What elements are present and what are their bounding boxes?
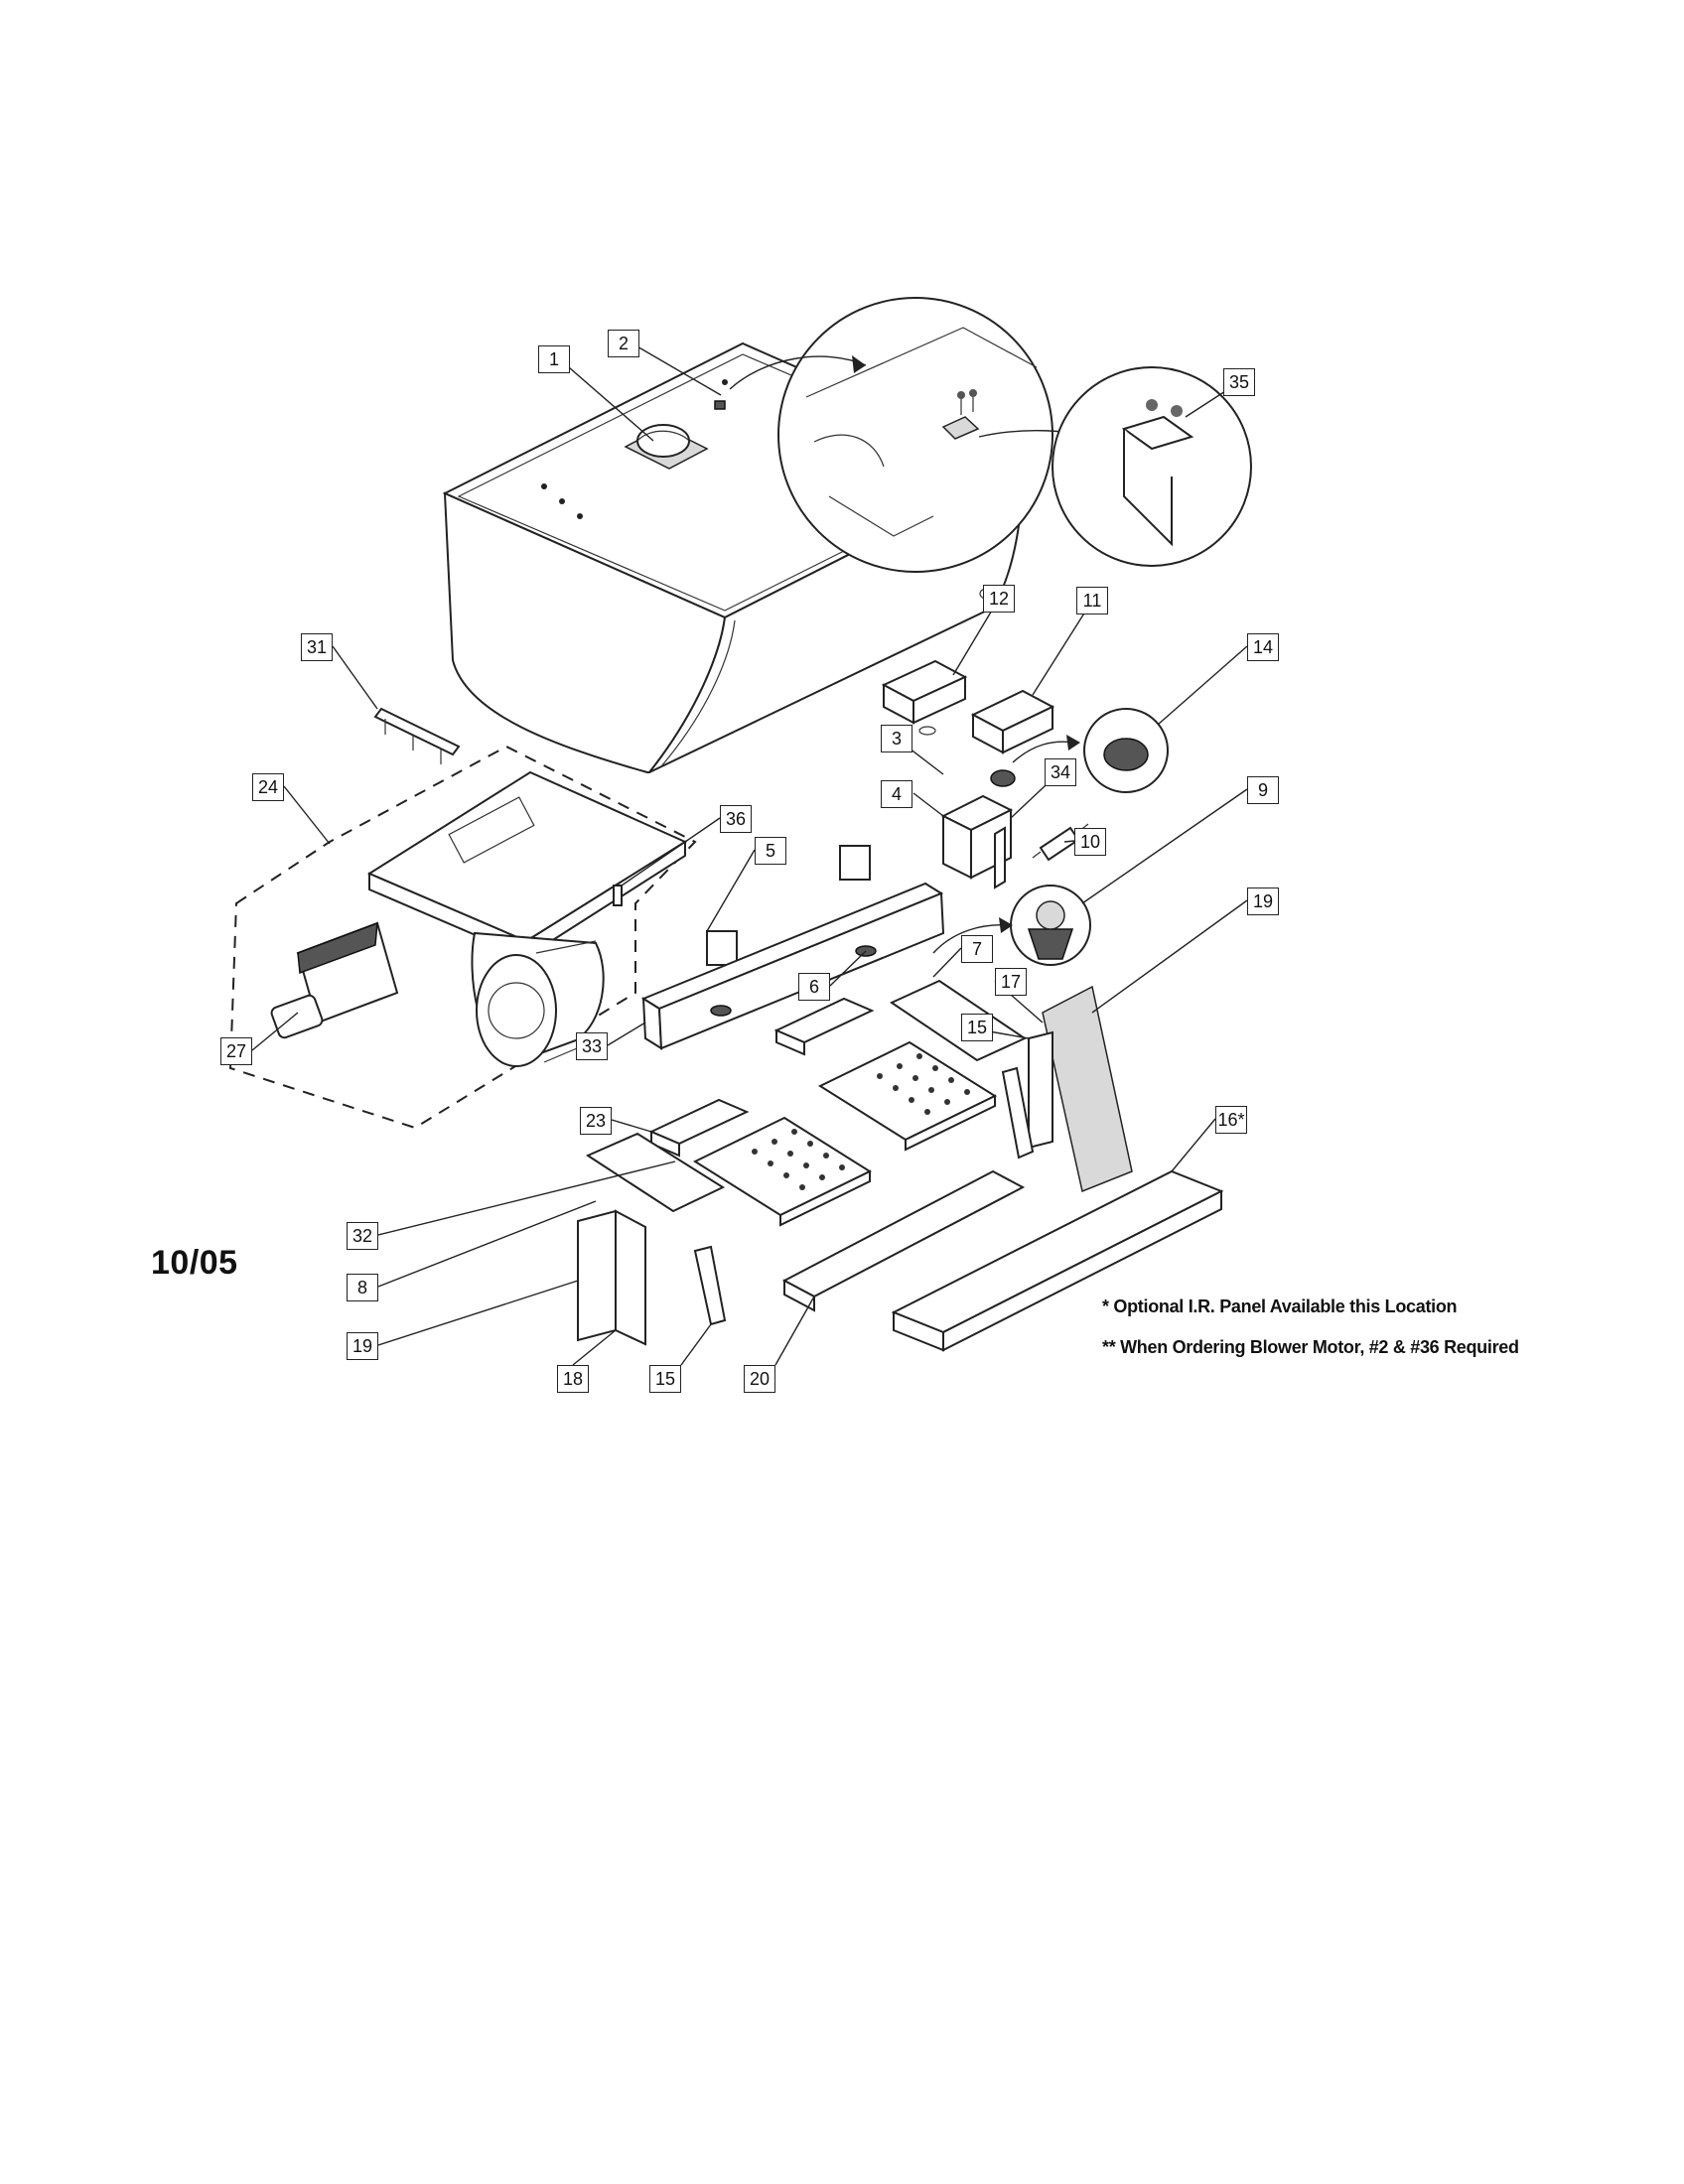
part-callout: 33: [576, 1032, 608, 1060]
halogen-lamp-9: [932, 885, 1091, 966]
filter-left: [692, 1116, 873, 1227]
part-callout: 8: [347, 1274, 378, 1301]
part-callout: 36: [720, 805, 752, 833]
part-callout: 6: [798, 973, 830, 1001]
part-callout: 23: [580, 1107, 612, 1135]
switch-11: [970, 689, 1055, 787]
ir-panel-17-19: [1001, 985, 1133, 1193]
part-callout: 18: [557, 1365, 589, 1393]
side-panel-18: [577, 1209, 727, 1346]
part-callout: 32: [347, 1222, 378, 1250]
part-callout: 7: [961, 935, 993, 963]
blower-motor-note: ** When Ordering Blower Motor, #2 & #36 …: [1102, 1337, 1519, 1357]
bracket-31: [373, 707, 461, 764]
filter-right: [817, 1040, 998, 1152]
part-callout: 3: [881, 725, 912, 752]
switch-12: [881, 659, 968, 736]
part-callout: 27: [220, 1037, 252, 1065]
part-callout: 10: [1074, 828, 1106, 856]
part-callout: 24: [252, 773, 284, 801]
part-callout: 12: [983, 585, 1015, 613]
trays-23: [648, 997, 875, 1158]
part-callout: 15: [961, 1014, 993, 1041]
screw-36: [613, 885, 623, 906]
part-callout: 19: [1247, 887, 1279, 915]
part-callout: 17: [995, 968, 1027, 996]
part-callout: 5: [755, 837, 786, 865]
light-rail-33: [640, 882, 945, 1050]
part-callout: 14: [1247, 633, 1279, 661]
part-callout: 11: [1076, 587, 1108, 614]
part-callout: 1: [538, 345, 570, 373]
part-callout: 16*: [1215, 1106, 1247, 1134]
part-callout: 9: [1247, 776, 1279, 804]
optional-panel-note: * Optional I.R. Panel Available this Loc…: [1102, 1297, 1458, 1316]
knob-detail-14: [1012, 708, 1169, 793]
date-code: 10/05: [151, 1244, 238, 1282]
blower-assembly: [228, 745, 697, 1130]
detail-view-bracket-closeup: [1052, 366, 1252, 567]
part-callout: 31: [301, 633, 333, 661]
part-callout: 15: [649, 1365, 681, 1393]
part-callout: 34: [1045, 758, 1076, 786]
liner-16: [891, 1169, 1224, 1352]
part-callout: 2: [608, 330, 639, 357]
rail-20: [781, 1169, 1026, 1312]
part-callout: 35: [1223, 368, 1255, 396]
transformer-5: [706, 845, 871, 966]
part-callout: 4: [881, 780, 912, 808]
relay-4: [940, 794, 1014, 889]
part-callout: 19: [347, 1332, 378, 1360]
part-callout: 20: [744, 1365, 775, 1393]
